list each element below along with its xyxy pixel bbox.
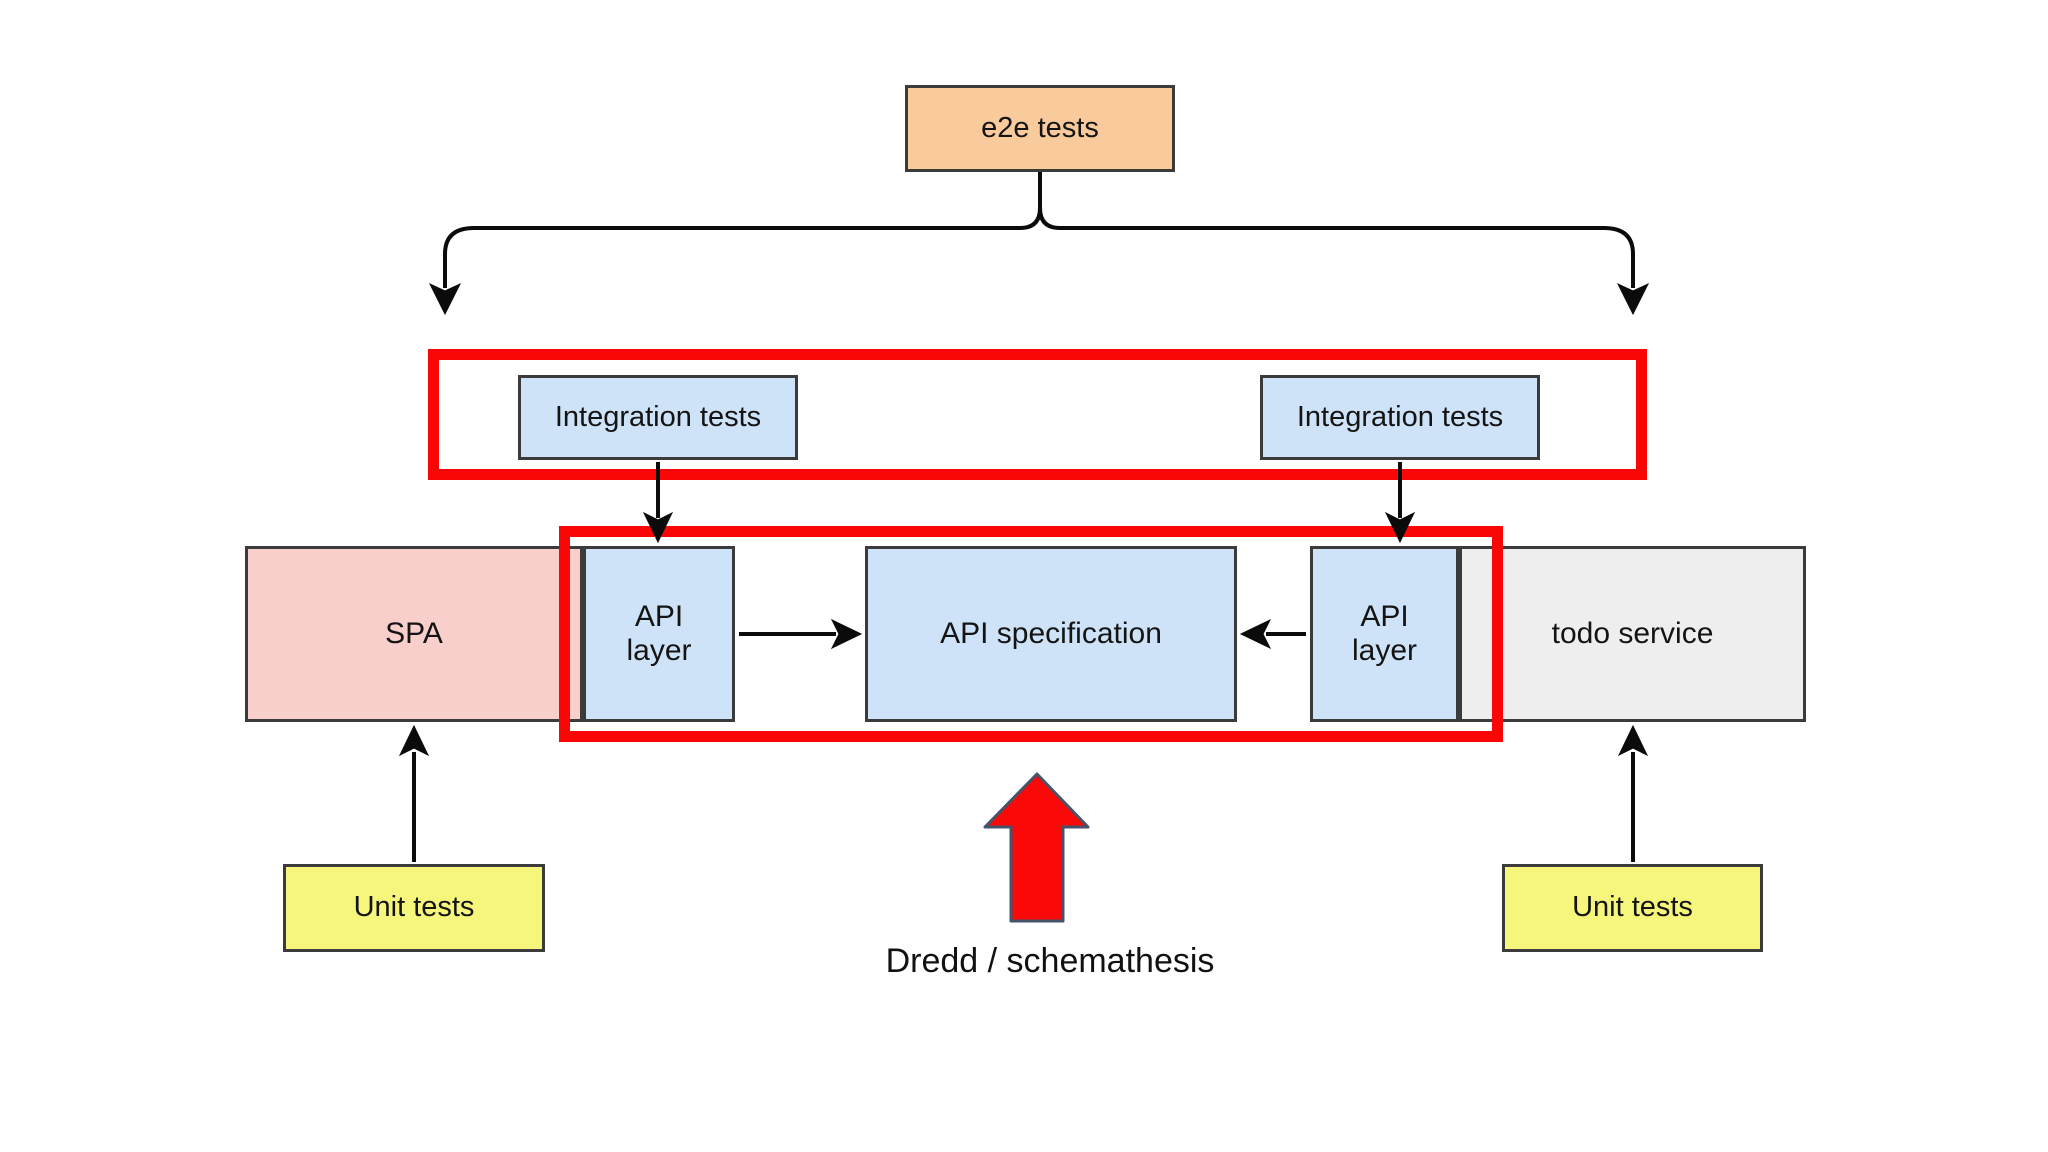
node-api-layer-left-label: API layer bbox=[626, 599, 692, 668]
node-e2e-tests-label: e2e tests bbox=[981, 111, 1099, 144]
node-integration-tests-right-label: Integration tests bbox=[1296, 400, 1504, 433]
node-unit-tests-right: Unit tests bbox=[1502, 864, 1763, 952]
node-spa-label: SPA bbox=[385, 616, 443, 650]
node-integration-tests-left: Integration tests bbox=[518, 375, 798, 460]
e2e-to-left-integration-connector bbox=[443, 172, 1042, 288]
node-todo-service-label: todo service bbox=[1551, 616, 1714, 650]
node-api-specification-label: API specification bbox=[940, 616, 1162, 650]
arrowhead-unit-left-icon bbox=[398, 724, 430, 757]
caption-dredd-schemathesis: Dredd / schemathesis bbox=[885, 942, 1215, 980]
node-api-layer-left: API layer bbox=[583, 546, 735, 722]
arrowhead-unit-right-icon bbox=[1617, 724, 1649, 757]
node-unit-tests-right-label: Unit tests bbox=[1572, 891, 1693, 924]
red-emphasis-arrow-icon bbox=[983, 772, 1090, 923]
node-integration-tests-right: Integration tests bbox=[1260, 375, 1540, 460]
node-todo-service: todo service bbox=[1459, 546, 1806, 722]
node-integration-tests-left-label: Integration tests bbox=[554, 400, 762, 433]
api-contract-highlight-rect bbox=[559, 526, 1503, 742]
node-api-layer-right-label: API layer bbox=[1351, 599, 1418, 668]
node-api-specification: API specification bbox=[865, 546, 1237, 722]
integration-tests-highlight-rect bbox=[428, 349, 1647, 480]
e2e-to-right-integration-connector bbox=[1038, 207, 1635, 288]
node-unit-tests-left-label: Unit tests bbox=[353, 891, 475, 924]
node-spa: SPA bbox=[245, 546, 583, 722]
arrowhead-left-down-icon bbox=[428, 282, 462, 316]
node-e2e-tests: e2e tests bbox=[905, 85, 1175, 172]
node-unit-tests-left: Unit tests bbox=[283, 864, 545, 952]
arrowhead-right-down-icon bbox=[1616, 282, 1650, 316]
node-api-layer-right: API layer bbox=[1310, 546, 1459, 722]
